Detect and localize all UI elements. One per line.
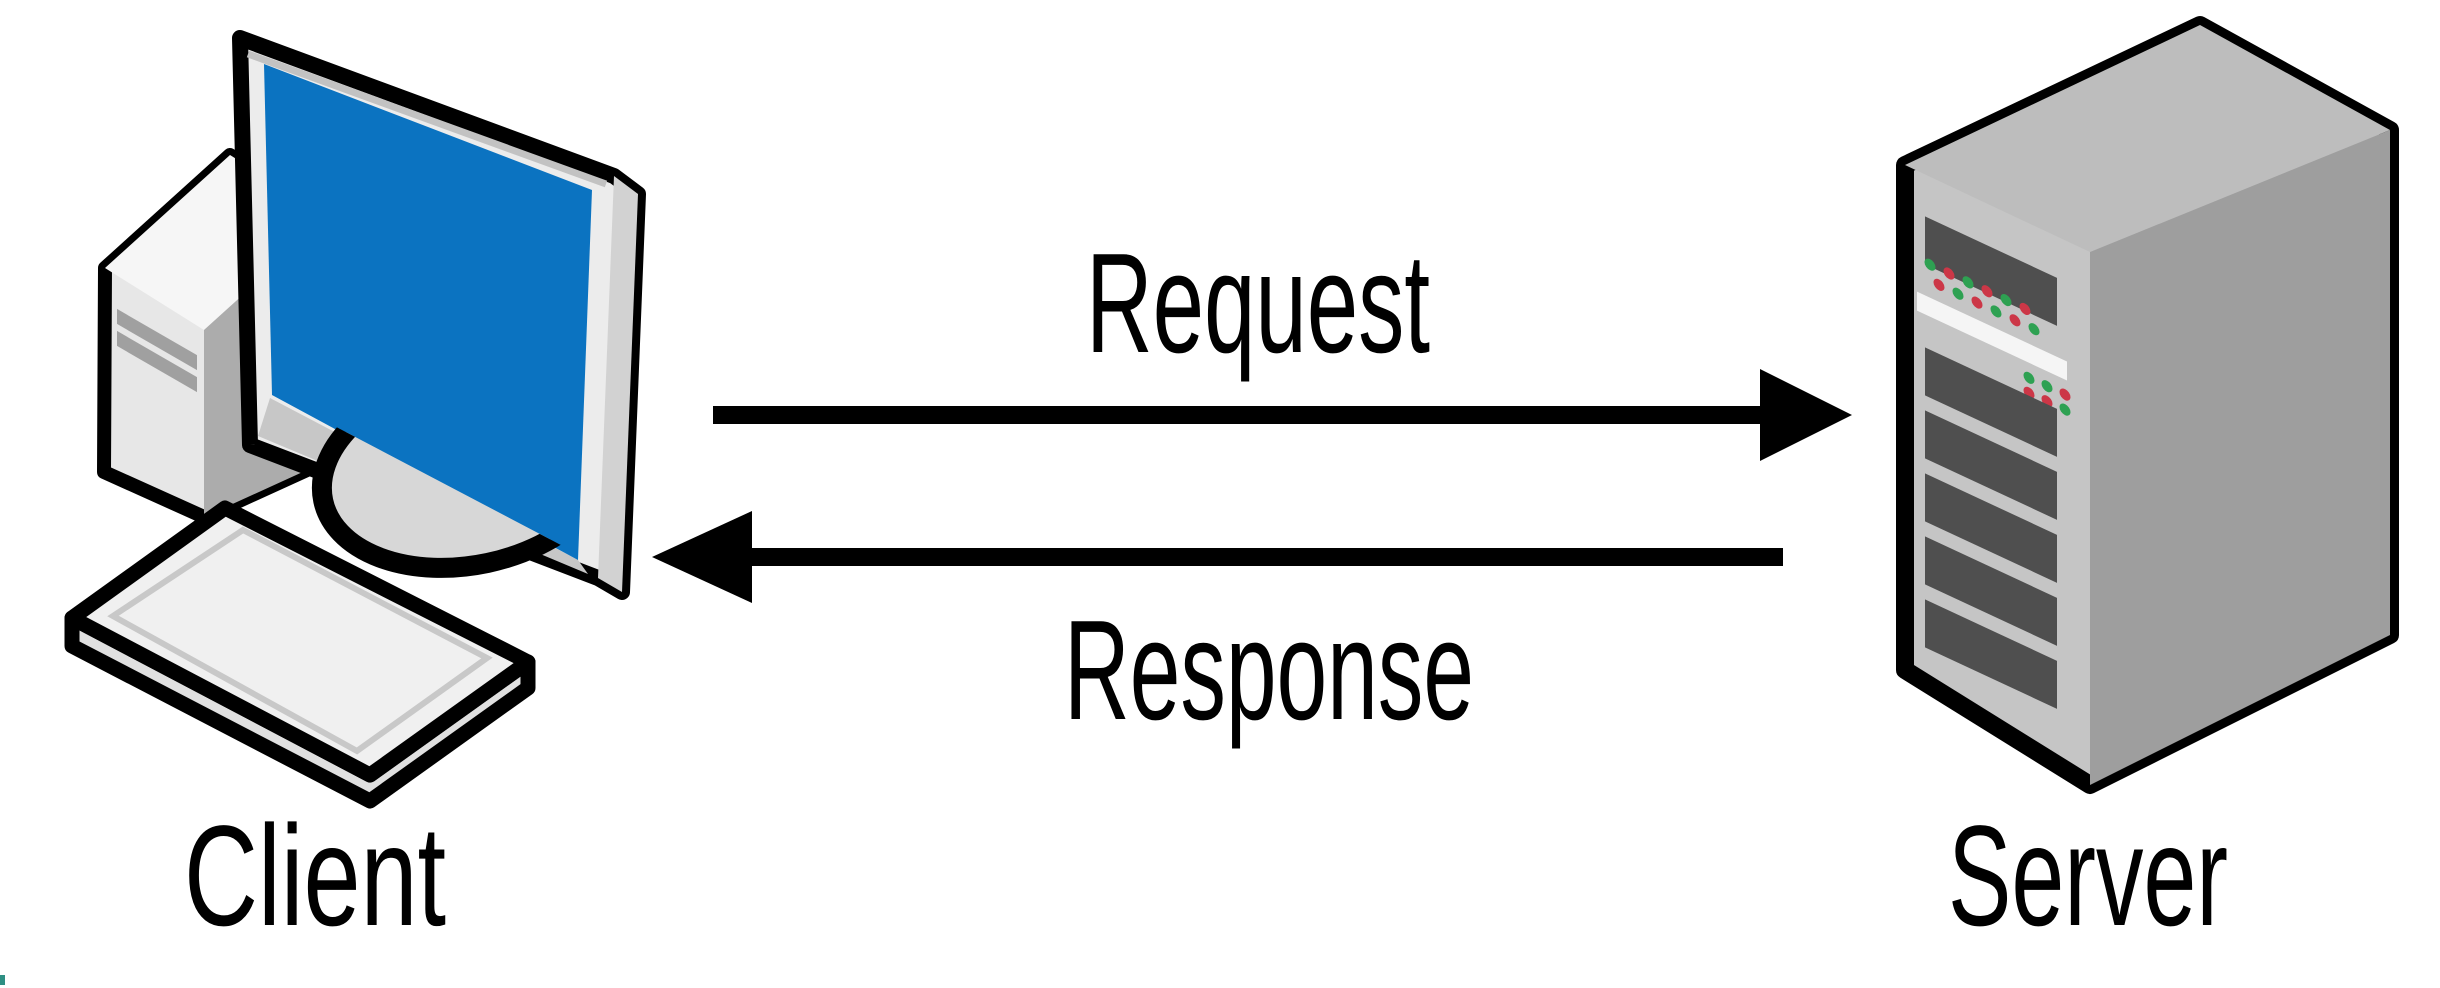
keyboard-icon	[64, 500, 536, 809]
response-arrow-shaft	[752, 548, 1783, 566]
tower-vent-slats	[117, 308, 197, 393]
led-dot-green	[1990, 305, 2002, 318]
monitor-screen	[264, 64, 592, 560]
monitor-side-strip	[598, 176, 638, 592]
response-arrow: Response	[652, 511, 1783, 750]
tower-slat	[117, 330, 197, 393]
server-slot	[1925, 473, 2057, 583]
server-label: Server	[1948, 797, 2228, 956]
server-node: Server	[1896, 16, 2399, 956]
server-tower-icon	[1896, 16, 2399, 794]
request-label: Request	[1086, 224, 1430, 383]
server-slot	[1925, 347, 2057, 457]
server-top-face	[1905, 25, 2390, 252]
desktop-computer-icon	[64, 30, 646, 809]
monitor-bevel-line	[246, 50, 608, 188]
scan-artifact	[0, 975, 5, 985]
server-led-cluster	[2023, 371, 2071, 416]
led-dot-red	[1943, 267, 1955, 280]
led-dot-green	[2028, 323, 2040, 336]
led-dot-green	[2059, 403, 2071, 416]
led-dot-green	[1962, 276, 1974, 289]
client-label: Client	[184, 797, 446, 956]
response-label: Response	[1064, 591, 1474, 750]
led-dot-red	[2009, 314, 2021, 327]
request-arrow: Request	[713, 224, 1852, 461]
request-arrow-shaft	[713, 406, 1763, 424]
led-dot-red	[1971, 296, 1983, 309]
server-side-face	[2090, 130, 2390, 785]
led-dot-red	[2059, 388, 2071, 401]
response-arrowhead-icon	[652, 511, 752, 603]
server-front-stripe	[1917, 291, 2067, 381]
request-arrowhead-icon	[1760, 369, 1852, 461]
server-slot	[1925, 216, 2057, 326]
server-slot	[1925, 536, 2057, 646]
server-led-strip	[1924, 258, 2040, 336]
led-dot-green	[2023, 371, 2035, 384]
led-dot-green	[2041, 380, 2053, 393]
led-dot-green	[1952, 287, 1964, 300]
led-dot-red	[1933, 278, 1945, 291]
server-slot	[1925, 410, 2057, 520]
tower-slat	[117, 308, 197, 371]
led-dot-green	[2000, 294, 2012, 307]
server-slot	[1925, 599, 2057, 709]
keyboard-inner-outline	[107, 526, 493, 755]
led-dot-green	[1924, 258, 1936, 271]
server-front-face	[1917, 216, 2071, 709]
led-dot-red	[2019, 302, 2031, 316]
client-node: Client	[64, 30, 646, 956]
led-dot-red	[1981, 285, 1993, 298]
